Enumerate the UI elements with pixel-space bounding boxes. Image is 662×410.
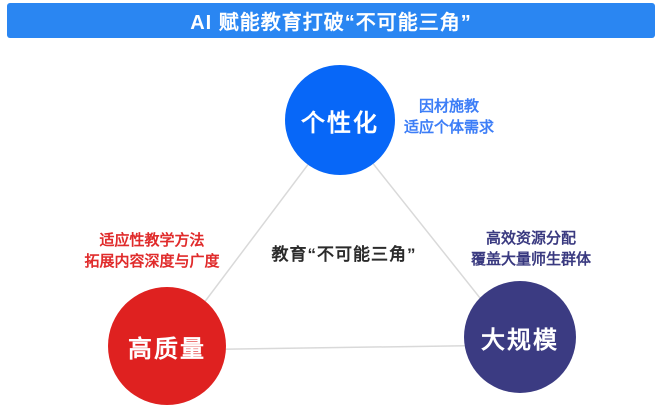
triangle-edge-bottom bbox=[169, 344, 516, 351]
node-scale-label: 大规模 bbox=[481, 326, 559, 354]
note-quality: 适应性教学方法 拓展内容深度与广度 bbox=[84, 230, 219, 272]
node-scale: 大规模 bbox=[464, 281, 576, 393]
note-personalization: 因材施教 适应个体需求 bbox=[404, 96, 494, 138]
impossible-triangle-label: 教育“不可能三角” bbox=[271, 245, 417, 264]
node-quality: 高质量 bbox=[108, 287, 226, 405]
note-scale: 高效资源分配 覆盖大量师生群体 bbox=[471, 228, 591, 270]
note-scale-line1: 高效资源分配 bbox=[485, 230, 577, 247]
note-scale-line2: 覆盖大量师生群体 bbox=[470, 251, 592, 268]
node-personalization: 个性化 bbox=[285, 65, 395, 175]
note-personalization-line2: 适应个体需求 bbox=[403, 119, 495, 136]
note-personalization-line1: 因材施教 bbox=[418, 98, 480, 115]
note-quality-line2: 拓展内容深度与广度 bbox=[84, 253, 220, 270]
page-title: AI 赋能教育打破“不可能三角” bbox=[190, 12, 472, 34]
title-bar: AI 赋能教育打破“不可能三角” bbox=[7, 3, 655, 38]
note-quality-line1: 适应性教学方法 bbox=[99, 232, 205, 249]
node-quality-label: 高质量 bbox=[128, 335, 206, 363]
node-personalization-label: 个性化 bbox=[301, 109, 379, 137]
